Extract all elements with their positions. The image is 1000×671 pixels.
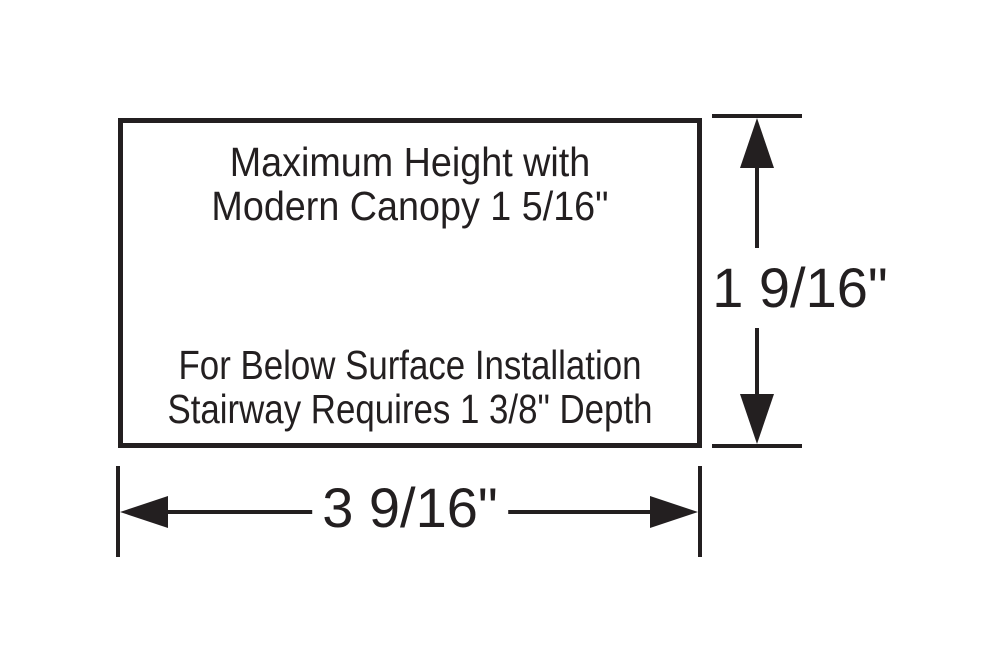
installation-depth-note: For Below Surface Installation Stairway … [166,343,654,431]
installation-depth-note-line-1: For Below Surface Installation [178,342,642,388]
height-arrow-down-icon [740,394,774,444]
installation-depth-note-line-2: Stairway Requires 1 3/8" Depth [167,386,653,432]
canopy-height-note-line-2: Modern Canopy 1 5/16" [211,183,609,229]
canopy-height-note: Maximum Height with Modern Canopy 1 5/16… [146,140,674,228]
product-outline-box: Maximum Height with Modern Canopy 1 5/16… [118,118,702,448]
canopy-height-note-line-1: Maximum Height with [229,139,591,185]
height-dimension-label: 1 9/16" [708,248,892,328]
height-arrow-up-icon [740,118,774,168]
width-arrow-left-icon [120,496,168,528]
width-arrow-right-icon [650,496,698,528]
width-dimension-label: 3 9/16" [312,478,508,538]
